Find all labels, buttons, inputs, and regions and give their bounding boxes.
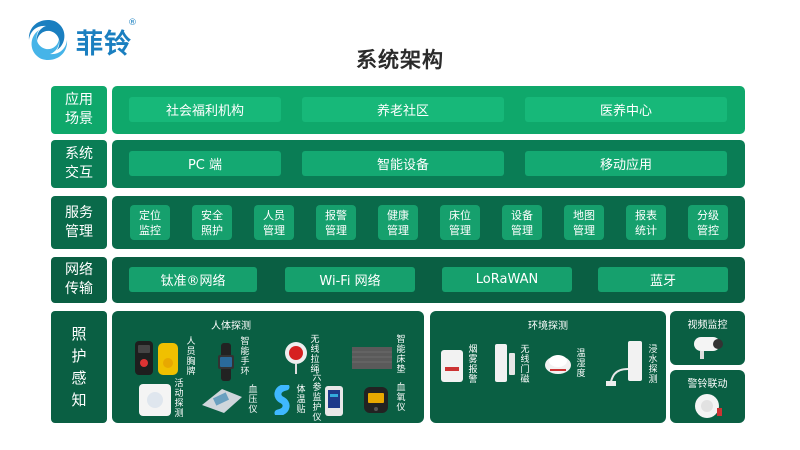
thermometer-patch-label: 体温贴 [296,385,306,415]
service-item: 人员管理 [254,205,294,240]
door-sensor-label: 无线门磁 [520,345,530,385]
pull-cord-label: 无线拉绳 [310,335,320,375]
brand-name: 菲铃 [76,29,132,60]
system-item: 智能设备 [302,151,504,176]
door-sensor-icon [495,344,515,382]
scenario-item: 医养中心 [525,97,727,122]
service-item: 床位管理 [440,205,480,240]
camera-icon [694,337,723,359]
network-item: 蓝牙 [598,267,728,292]
humidity-sensor-label: 温湿度 [576,349,586,379]
logo-swirl-icon [28,20,68,60]
scenario-item: 社会福利机构 [129,97,281,122]
row-label-network: 网络传输 [51,257,107,303]
row-label-service: 服务管理 [51,196,107,249]
oximeter-icon [364,387,388,413]
wristband-label: 智能手环 [240,337,250,377]
service-item: 地图管理 [564,205,604,240]
human-detection-panel: 人体探测 人员胸牌 智能手环 无线拉绳 智能床垫 活动探测 血 [112,311,424,423]
smoke-detector-icon [441,350,463,382]
wristband-icon [218,343,234,381]
thermometer-patch-icon [274,385,290,415]
network-item: Wi-Fi 网络 [285,267,415,292]
page-title: 系统架构 [356,48,444,72]
water-leak-sensor-icon [606,341,642,386]
smoke-detector-label: 烟雾报警 [468,345,478,385]
motion-sensor-icon [139,384,171,416]
oximeter-label: 血氧仪 [396,383,406,413]
row-panel-network: 钛准®网络 Wi-Fi 网络 LoRaWAN 蓝牙 [112,257,745,303]
row-label-sensing: 照护感知 [51,311,107,423]
service-item: 报警管理 [316,205,356,240]
environment-detection-title: 环境探测 [528,321,568,332]
service-item: 安全照护 [192,205,232,240]
bed-pad-label: 智能床垫 [396,335,406,375]
network-item: LoRaWAN [442,267,572,292]
service-item: 定位监控 [130,205,170,240]
network-item: 钛准®网络 [129,267,257,292]
environment-detection-panel: 环境探测 烟雾报警 无线门磁 温湿度 浸水探测 [430,311,666,423]
service-item: 设备管理 [502,205,542,240]
badge-label: 人员胸牌 [186,337,196,377]
six-param-monitor-icon [325,386,343,416]
six-param-monitor-label: 六参监护仪 [312,373,322,423]
pull-cord-icon [285,342,307,374]
row-panel-system: PC 端 智能设备 移动应用 [112,140,745,188]
row-label-scenario: 应用场景 [51,86,107,134]
system-item: 移动应用 [525,151,727,176]
row-panel-scenario: 社会福利机构 养老社区 医养中心 [112,86,745,134]
service-item: 健康管理 [378,205,418,240]
row-label-system: 系统交互 [51,140,107,188]
water-leak-sensor-label: 浸水探测 [648,345,658,385]
video-monitoring-title: 视频监控 [687,320,728,331]
alarm-linkage-panel: 警铃联动 [670,370,745,423]
brand-logo: 菲铃 ® [24,16,154,68]
humidity-sensor-icon [545,355,571,374]
video-monitoring-panel: 视频监控 [670,311,745,365]
scenario-item: 养老社区 [302,97,504,122]
brand-reg-mark: ® [128,18,137,28]
bed-pad-icon [352,347,392,369]
human-detection-title: 人体探测 [211,321,251,332]
motion-sensor-label: 活动探测 [174,379,184,419]
badge-icon [135,341,178,375]
service-item: 分级管控 [688,205,728,240]
service-item: 报表统计 [626,205,666,240]
blood-pressure-label: 血压仪 [248,385,258,415]
alarm-bell-icon [695,394,722,418]
blood-pressure-monitor-icon [202,389,242,413]
row-panel-service: 定位监控 安全照护 人员管理 报警管理 健康管理 床位管理 设备管理 地图管理 … [112,196,745,249]
system-item: PC 端 [129,151,281,176]
alarm-linkage-title: 警铃联动 [687,379,728,390]
